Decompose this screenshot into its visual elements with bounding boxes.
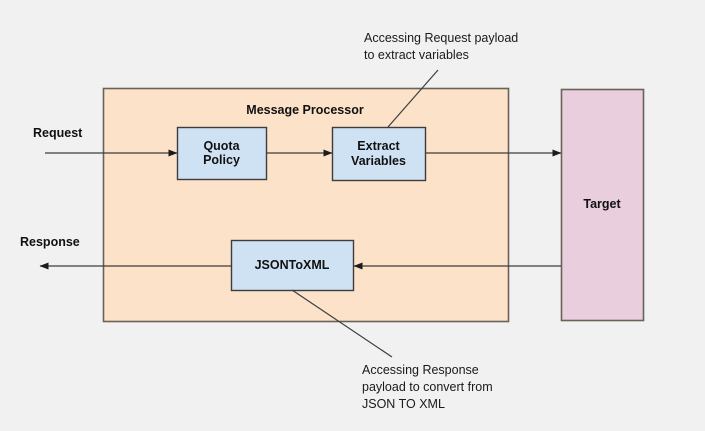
response-flow-label: Response <box>20 235 80 249</box>
leader-line-request-note <box>387 69 439 128</box>
annotation-request-payload: Accessing Request payload to extract var… <box>364 31 519 62</box>
request-flow-label: Request <box>33 126 83 140</box>
annotation-response-payload: Accessing Response payload to convert fr… <box>362 363 493 411</box>
message-processor-title: Message Processor <box>246 103 364 117</box>
jsontoxml-box[interactable] <box>230 239 355 292</box>
leader-line-response-note <box>291 289 393 358</box>
quota-policy-box[interactable] <box>176 126 268 181</box>
extract-variables-box[interactable] <box>331 126 427 182</box>
target-box[interactable] <box>560 88 645 322</box>
